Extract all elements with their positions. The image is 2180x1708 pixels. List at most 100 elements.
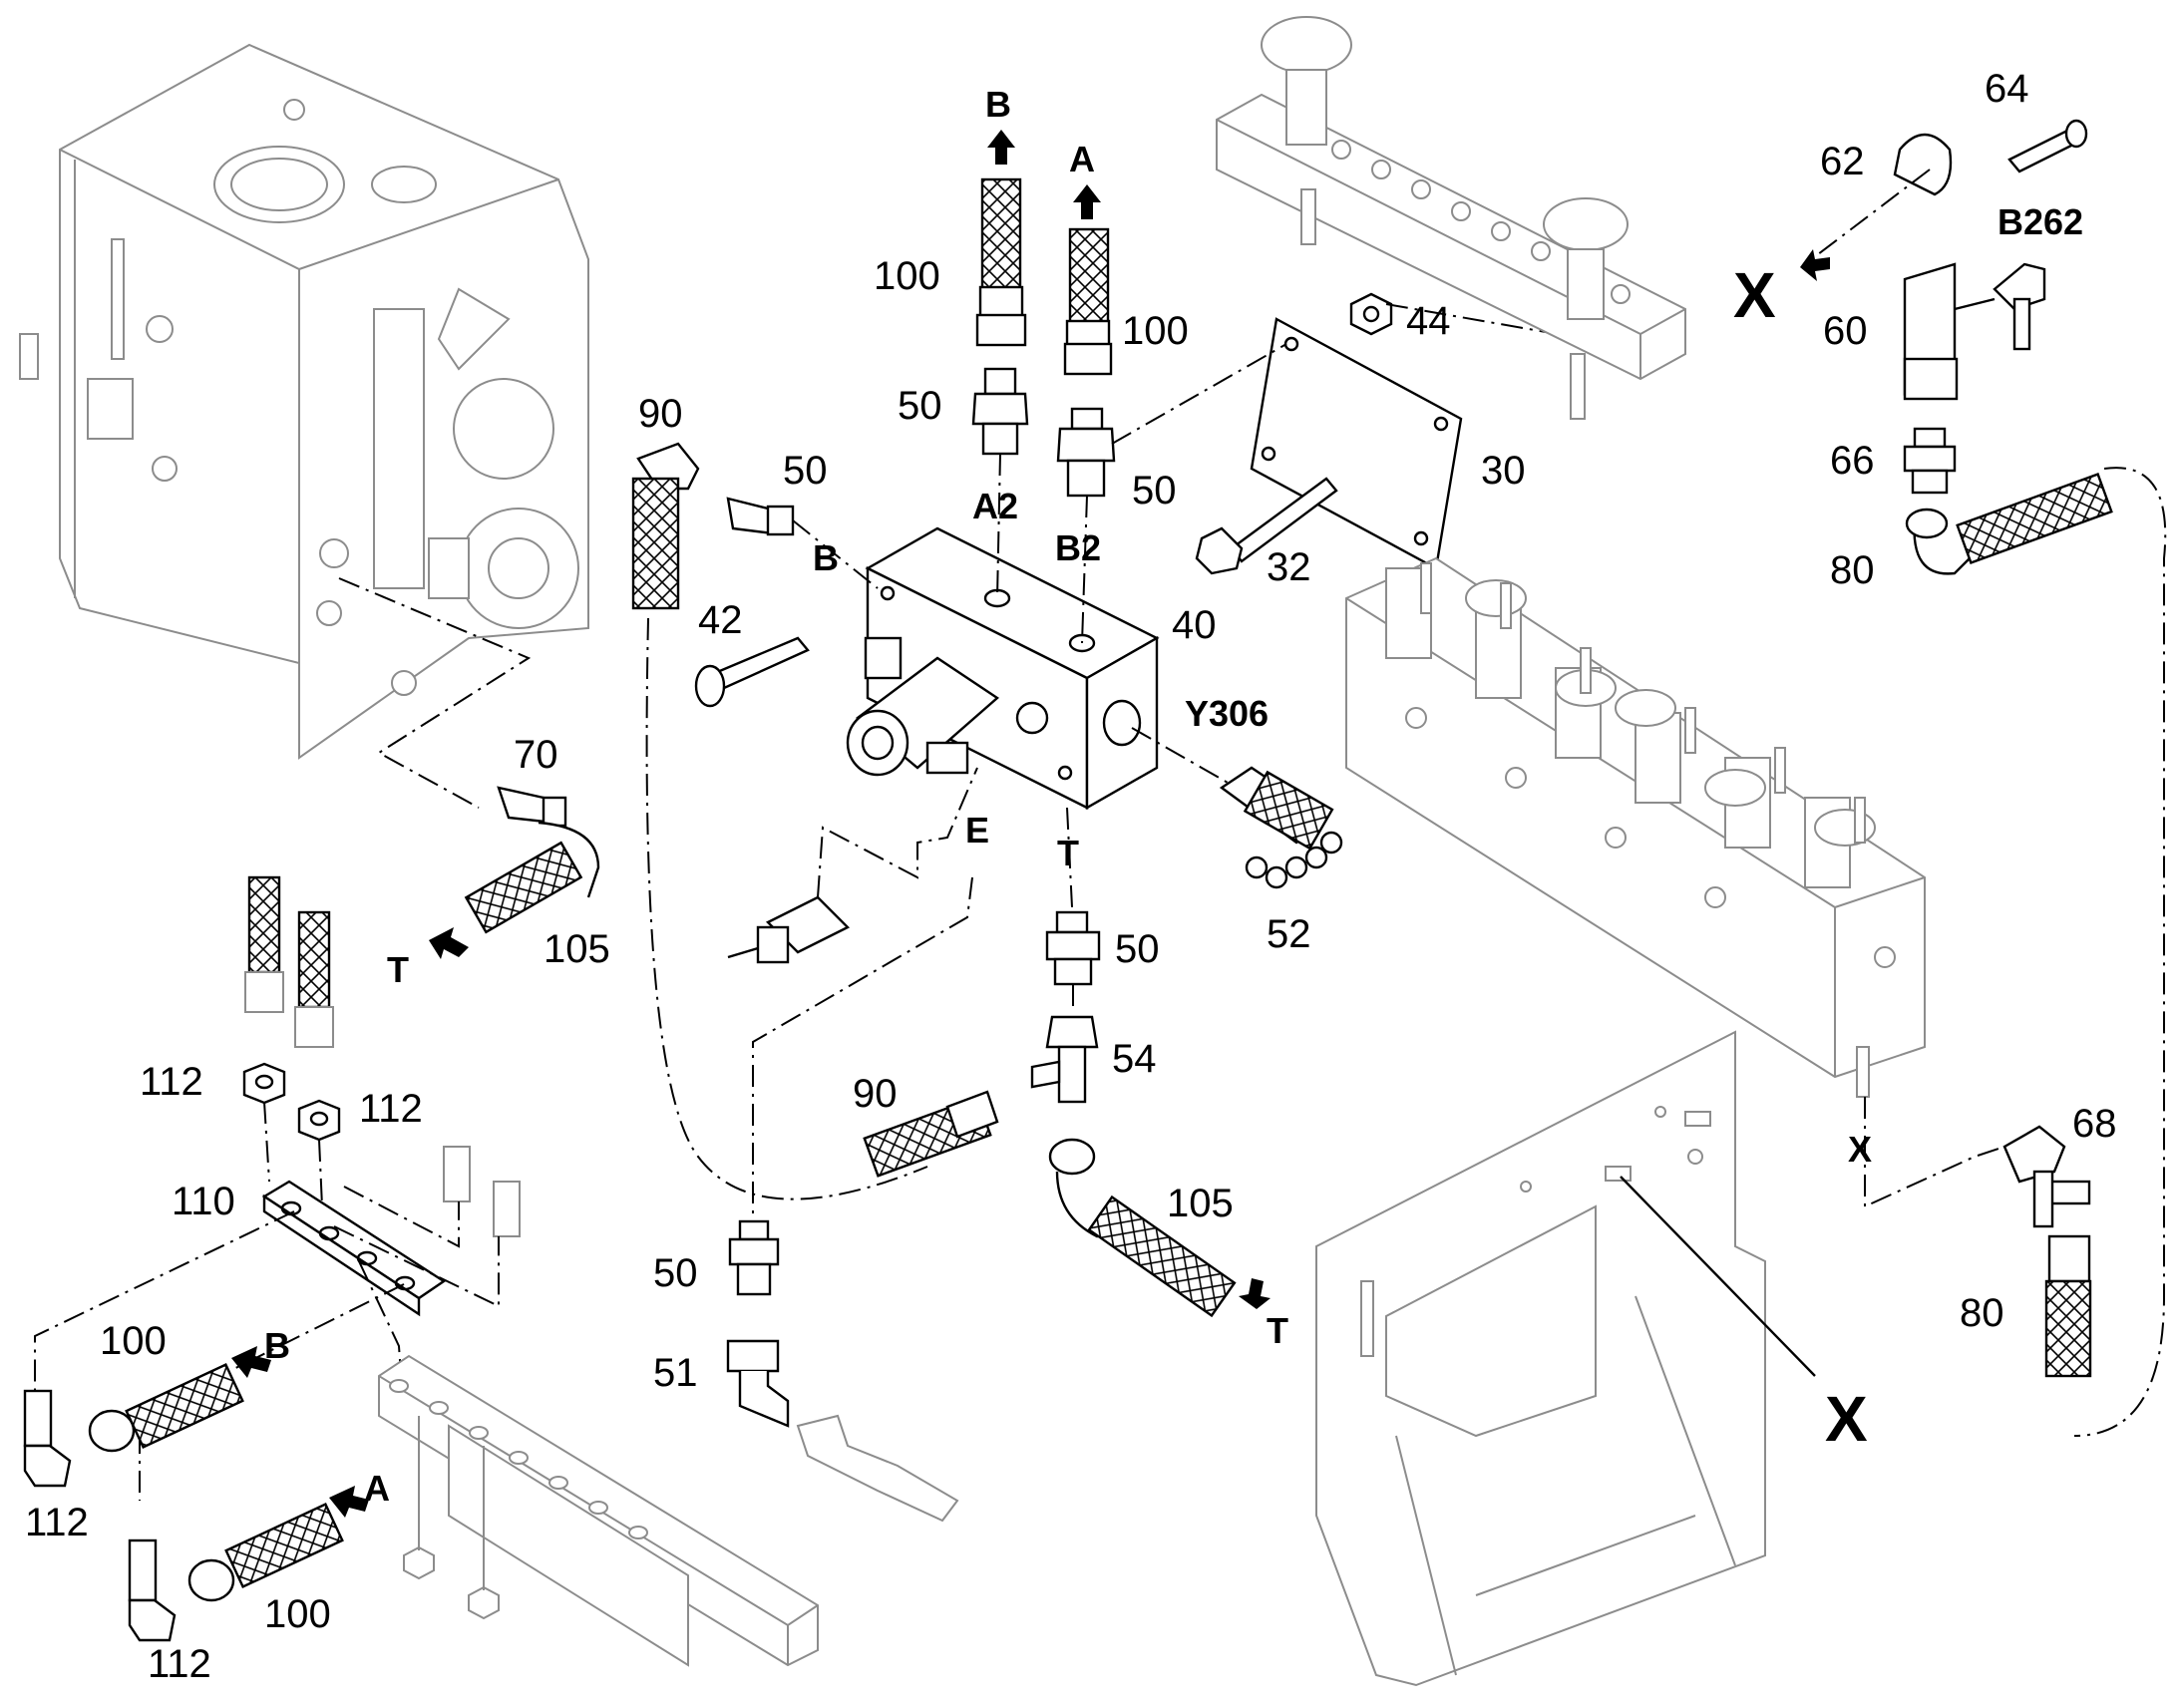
fitting-66 [1903, 427, 1957, 495]
hose-100-a-top [1063, 227, 1113, 376]
axis-x-top [1804, 169, 1931, 265]
adapters-upper [443, 1146, 521, 1237]
label-b2: B2 [1055, 527, 1101, 568]
axis-b [792, 519, 879, 589]
arrow-t-right-icon [1239, 1278, 1271, 1309]
fitting-50-e [728, 1219, 780, 1296]
label-112-a: 112 [140, 1060, 203, 1104]
bolt-64 [2007, 119, 2088, 173]
label-105-left: 105 [544, 927, 610, 971]
nut-112-b [297, 1099, 341, 1142]
label-50-t: 50 [1115, 927, 1160, 971]
hose-80-low [2044, 1234, 2092, 1378]
axis-connector [817, 767, 978, 898]
fitting-50-b [726, 497, 795, 536]
label-port-a-top: A [1069, 139, 1095, 179]
connection-line-90 [645, 617, 928, 1200]
label-x-top: X [1733, 259, 1776, 331]
label-a-low: A [364, 1468, 390, 1509]
label-70: 70 [514, 733, 558, 777]
label-51: 51 [653, 1351, 698, 1395]
label-100-b-top: 100 [874, 254, 940, 298]
arrow-a-low-icon [329, 1486, 369, 1518]
control-valve-stack [1345, 556, 1926, 1098]
label-42: 42 [698, 598, 743, 642]
axis-112-a [263, 1101, 270, 1183]
label-t-left: T [387, 949, 409, 990]
label-100-a-top: 100 [1122, 309, 1189, 353]
label-40: 40 [1172, 603, 1217, 647]
connection-line-tank [338, 577, 532, 809]
label-port-b-top: B [985, 84, 1011, 125]
label-50-b: 50 [783, 449, 828, 493]
label-100-a-low: 100 [264, 1592, 331, 1636]
label-62: 62 [1820, 140, 1865, 183]
label-a2: A2 [972, 486, 1018, 526]
label-t-right: T [1267, 1310, 1288, 1351]
hose-100-b-top [975, 177, 1027, 347]
axis-b2 [1081, 495, 1088, 644]
label-110: 110 [172, 1180, 235, 1223]
axis-plate-down [358, 1260, 405, 1417]
hose-100-b-low [88, 1363, 244, 1453]
axis-a2 [996, 453, 1001, 599]
nut-44 [1349, 292, 1393, 336]
label-port-b-side: B [813, 537, 839, 578]
hose-105-left [464, 821, 600, 934]
label-60: 60 [1823, 309, 1868, 353]
arrow-x-top-icon [1800, 249, 1830, 281]
nut-112-a [242, 1062, 286, 1105]
arrow-b-top-icon [987, 130, 1015, 165]
axis-t [1066, 807, 1073, 908]
axis-adapter-1 [343, 1186, 460, 1248]
label-66: 66 [1830, 439, 1875, 483]
fitting-70 [497, 786, 567, 828]
axis-x-valve [1864, 1097, 2005, 1208]
mounting-rail-lower [378, 1354, 819, 1667]
label-112-d: 112 [148, 1642, 211, 1686]
hoses-upper-left [244, 875, 334, 1048]
fitting-50-b2 [1056, 407, 1116, 498]
arrow-a-top-icon [1073, 184, 1101, 219]
elbow-51 [726, 1339, 959, 1523]
tee-54 [1030, 1015, 1099, 1104]
label-44: 44 [1406, 299, 1451, 343]
hose-105-mid [1048, 1138, 1237, 1318]
label-b262: B262 [1998, 201, 2083, 242]
label-50-a2: 50 [898, 384, 942, 428]
label-t-mid: T [1057, 833, 1079, 873]
sensor-b262 [1954, 262, 2046, 351]
leader-x-frame [1620, 1176, 1816, 1377]
mounting-rail-top [1216, 16, 1686, 420]
label-x-valve: X [1848, 1129, 1872, 1170]
connection-line-sensor [2073, 467, 2167, 1437]
axis-plate-right [139, 1283, 405, 1501]
arrow-t-left-icon [429, 927, 469, 959]
axis-112-b [318, 1139, 323, 1207]
clamp-62 [1893, 133, 1953, 196]
connector-e [727, 895, 851, 964]
label-52: 52 [1267, 912, 1311, 956]
hose-90-top [631, 442, 700, 610]
axis-y306 [1131, 727, 1238, 789]
label-e: E [965, 810, 989, 851]
bolt-32 [1195, 477, 1338, 575]
plate-110 [261, 1180, 447, 1317]
callout-labels: 100 100 50 50 B A A2 B2 90 50 B 42 40 Y3… [25, 67, 2117, 1686]
label-50-e: 50 [653, 1251, 698, 1295]
label-80-top: 80 [1830, 548, 1875, 592]
bolt-42 [694, 636, 810, 708]
label-90-top: 90 [638, 392, 683, 436]
label-64: 64 [1985, 67, 2029, 111]
axis-plate-left [34, 1210, 295, 1391]
label-b-low: B [264, 1325, 290, 1366]
label-54: 54 [1112, 1037, 1157, 1081]
hose-100-a-low [187, 1503, 344, 1602]
hose-90-mid [863, 1090, 999, 1178]
arrow-b-low-icon [231, 1346, 271, 1378]
label-105-mid: 105 [1167, 1182, 1234, 1225]
label-80-low: 80 [1960, 1291, 2004, 1335]
label-x-bottom: X [1825, 1383, 1868, 1455]
label-112-b: 112 [359, 1087, 423, 1131]
